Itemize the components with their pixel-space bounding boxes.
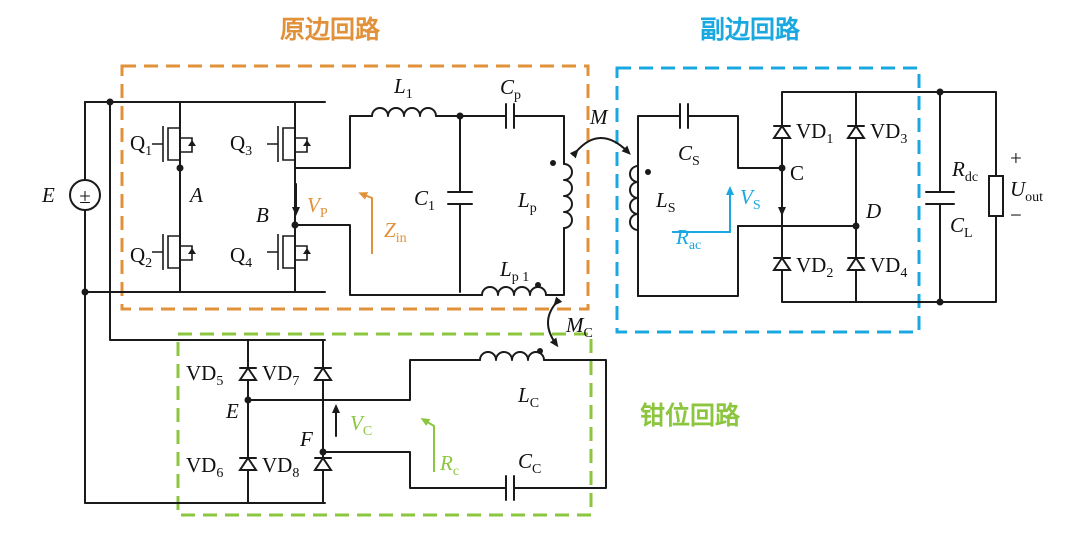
primary-loop-title: 原边回路: [280, 15, 381, 44]
dc-source: ± E: [41, 101, 101, 504]
q3-label: Q3: [230, 131, 252, 159]
node-b: B: [256, 203, 269, 227]
c1-label: C1: [414, 186, 435, 214]
inductor-lp1: [481, 286, 547, 296]
node-c: C: [790, 161, 804, 185]
vd7-label: VD7: [262, 361, 299, 389]
q2-label: Q2: [130, 243, 152, 271]
capacitor-cl: [925, 191, 955, 205]
cc-label: CC: [518, 449, 541, 477]
vd2-label: VD2: [796, 253, 833, 281]
vc-label: VC: [350, 411, 372, 439]
vs-label: VS: [740, 185, 761, 213]
diode-vd7: [313, 366, 333, 381]
node-f: F: [299, 427, 313, 451]
uout-plus: +: [1010, 146, 1022, 170]
diode-vd1: [772, 124, 792, 139]
secondary-loop-box: [615, 66, 921, 334]
uout-label: Uout: [1010, 177, 1043, 205]
cl-label: CL: [950, 213, 973, 241]
m-label: M: [589, 105, 609, 129]
inductor-lp: [563, 163, 573, 229]
lc-label: LC: [517, 383, 539, 411]
capacitor-cc: [505, 475, 515, 501]
vd1-label: VD1: [796, 119, 833, 147]
svg-text:±: ±: [79, 184, 91, 208]
mosfet-q4: [267, 234, 311, 270]
diode-vd8: [313, 456, 333, 471]
vd5-label: VD5: [186, 361, 223, 389]
diode-vd3: [846, 124, 866, 139]
lp1-label: Lp 1: [499, 257, 529, 285]
resistor-rdc: [988, 175, 1004, 217]
diode-vd6: [238, 456, 258, 471]
q4-label: Q4: [230, 243, 252, 271]
vd6-label: VD6: [186, 453, 223, 481]
rac-label: Rac: [675, 225, 701, 253]
mosfet-q2: [152, 234, 196, 270]
vd8-label: VD8: [262, 453, 299, 481]
vd4-label: VD4: [870, 253, 907, 281]
clamp-loop-title: 钳位回路: [640, 401, 741, 430]
rc-label: Rc: [439, 451, 459, 479]
q1-label: Q1: [130, 131, 152, 159]
cp-label: Cp: [500, 75, 521, 103]
primary-loop-box: [120, 64, 590, 311]
cs-label: CS: [678, 141, 700, 169]
vd3-label: VD3: [870, 119, 907, 147]
uout-minus: −: [1010, 203, 1022, 227]
diode-vd5: [238, 366, 258, 381]
inductor-l1: [371, 107, 437, 117]
vp-label: VP: [307, 193, 328, 221]
mc-label: MC: [565, 313, 593, 341]
node-e: E: [225, 399, 239, 423]
ls-label: LS: [655, 188, 675, 216]
capacitor-cs: [679, 103, 689, 129]
node-a: A: [188, 183, 203, 207]
rdc-label: Rdc: [951, 157, 978, 185]
clamp-loop-box: [176, 332, 593, 517]
lp-label: Lp: [517, 188, 537, 216]
l1-label: L1: [393, 74, 413, 102]
zin-label: Zin: [384, 218, 407, 246]
mosfet-q3: [267, 126, 311, 162]
capacitor-c1: [447, 191, 473, 205]
secondary-loop-title: 副边回路: [700, 15, 801, 44]
inductor-lc: [479, 351, 545, 361]
diode-vd2: [772, 256, 792, 271]
node-d: D: [865, 199, 881, 223]
diode-vd4: [846, 256, 866, 271]
capacitor-cp: [505, 103, 515, 129]
inductor-ls: [629, 165, 639, 231]
mosfet-q1: [152, 126, 196, 162]
source-label: E: [41, 183, 55, 207]
